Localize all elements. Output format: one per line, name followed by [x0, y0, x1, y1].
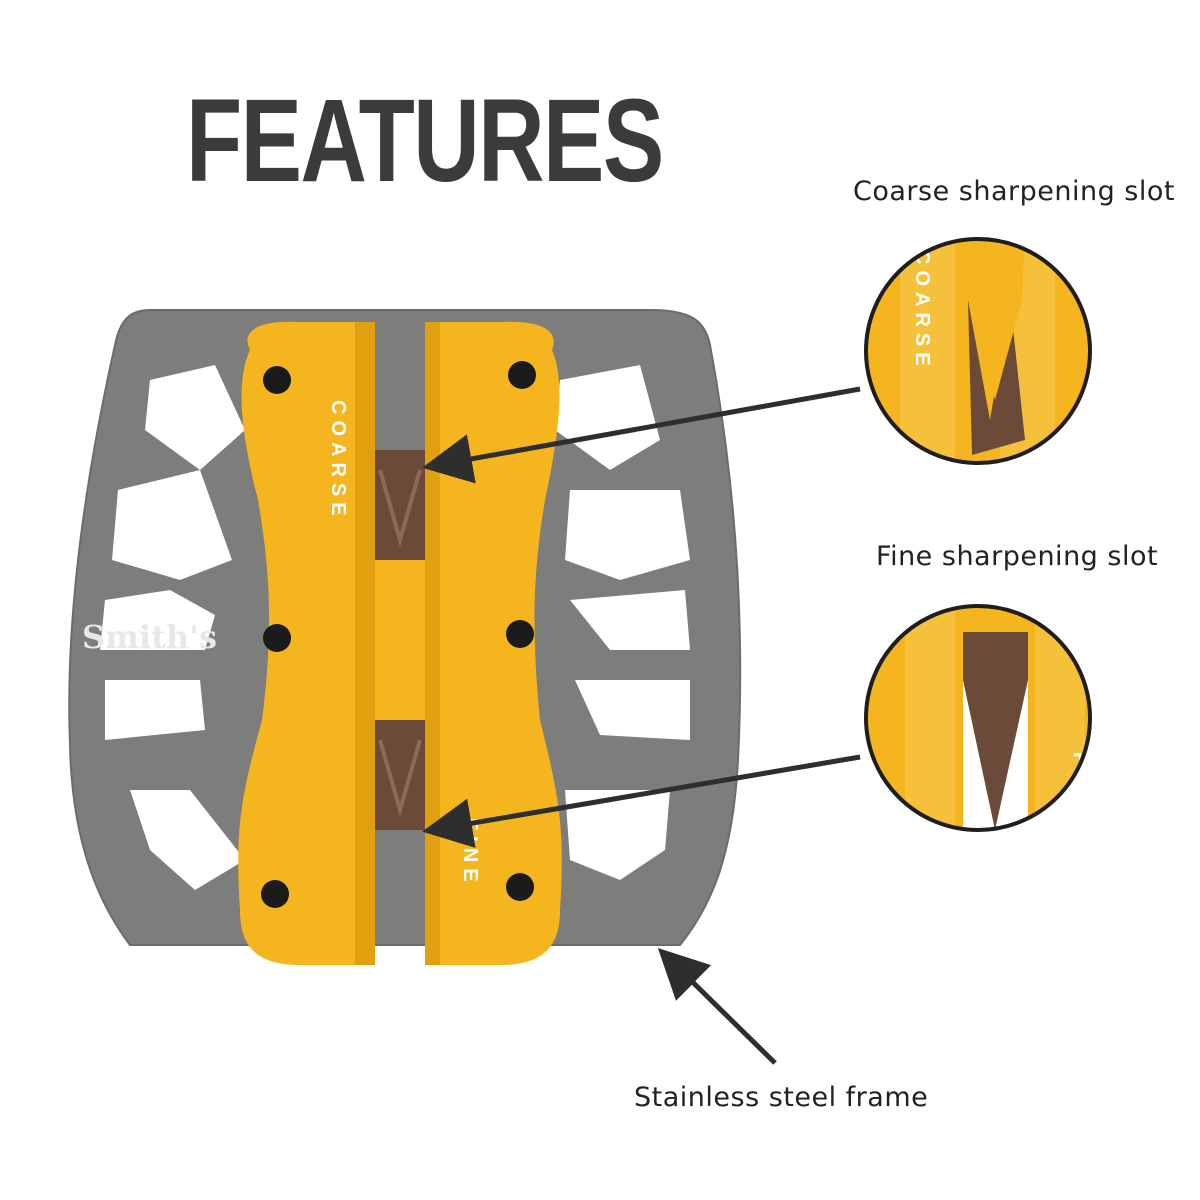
- callout-coarse-label: Coarse sharpening slot: [853, 176, 1175, 207]
- callout-frame-label: Stainless steel frame: [634, 1082, 929, 1113]
- slot-label-coarse: COARSE: [327, 400, 349, 522]
- fine-slot: [375, 720, 425, 830]
- callout-arrows: [422, 386, 861, 1065]
- screws: [261, 361, 536, 908]
- brand-logo: Smith's: [82, 618, 217, 656]
- arrow-coarse: [422, 386, 861, 484]
- zoom-circle-coarse: COARSE: [864, 237, 1092, 465]
- center-bridge: [375, 560, 425, 720]
- callout-fine-label: Fine sharpening slot: [876, 541, 1159, 572]
- left-handle: [238, 321, 375, 965]
- arrow-fine: [422, 754, 861, 848]
- coarse-slot: [375, 450, 425, 560]
- zoom-circle-fine: FINE: [864, 604, 1092, 832]
- arrow-frame: [657, 947, 777, 1065]
- zoom-label-coarse: COARSE: [911, 250, 933, 372]
- page-title: FEATURES: [186, 75, 664, 207]
- slot-label-fine: FINE: [459, 818, 481, 888]
